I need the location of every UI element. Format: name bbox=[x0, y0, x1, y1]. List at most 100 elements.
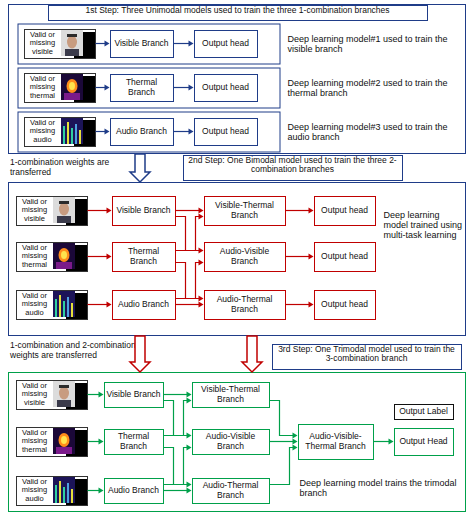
branch-box: Audio-Thermal Branch bbox=[192, 478, 270, 504]
node-text: Output head bbox=[202, 83, 249, 93]
step-frame: 2nd Step: One Bimodal model used to trai… bbox=[8, 182, 466, 336]
branch-box: Output head bbox=[194, 30, 258, 58]
flow-arrow bbox=[88, 392, 104, 398]
connector-line bbox=[286, 256, 310, 257]
connector-line bbox=[164, 401, 188, 436]
connector-line bbox=[176, 210, 200, 211]
connector-line bbox=[270, 441, 294, 442]
arrow-head bbox=[293, 439, 298, 445]
audio-image bbox=[53, 291, 87, 319]
flow-arrow bbox=[176, 208, 204, 214]
node-text: Valid or missing visible bbox=[25, 31, 60, 56]
flow-arrow bbox=[88, 208, 112, 214]
flow-arrow bbox=[164, 392, 192, 398]
node-text: Valid or missing thermal bbox=[25, 75, 60, 100]
step-frame: 1st Step: Three Unimodal models used to … bbox=[8, 4, 466, 154]
node-text: Valid or missing audio bbox=[17, 292, 52, 317]
node-text: Output head bbox=[202, 127, 249, 137]
flow-arrow bbox=[88, 302, 112, 308]
step-heading: 3rd Step: One Trimodal model used to tra… bbox=[272, 344, 462, 370]
block-arrow bbox=[130, 154, 150, 182]
arrow-head bbox=[105, 85, 110, 91]
input-box: Valid or missing audio bbox=[24, 117, 96, 147]
input-box: Valid or missing audio bbox=[16, 476, 88, 506]
flow-arrow bbox=[96, 85, 110, 91]
arrow-head bbox=[187, 433, 192, 439]
connector-line bbox=[164, 490, 188, 491]
arrow-head bbox=[187, 392, 192, 398]
note-label: 1-combination weights are transferred bbox=[10, 158, 126, 178]
flow-arrow bbox=[176, 260, 204, 299]
node-text: Thermal Branch bbox=[106, 432, 162, 451]
flow-arrow bbox=[286, 254, 314, 260]
node-text: Output Label bbox=[399, 407, 448, 417]
connector-line bbox=[374, 441, 390, 442]
connector-line bbox=[88, 304, 108, 305]
connector-line bbox=[176, 217, 200, 251]
connector-line bbox=[174, 87, 190, 88]
branch-box: Visible Branch bbox=[112, 196, 176, 226]
input-box: Valid or missing audio bbox=[16, 290, 88, 320]
arrow-head bbox=[199, 214, 204, 220]
input-box: Valid or missing visible bbox=[16, 196, 88, 226]
branch-box: Audio-Visible Branch bbox=[204, 242, 286, 272]
connector-line bbox=[176, 217, 200, 251]
branch-box: Thermal Branch bbox=[104, 429, 164, 455]
branch-box: Visible-Thermal Branch bbox=[192, 382, 270, 408]
branch-box: Thermal Branch bbox=[110, 74, 174, 102]
connector-line bbox=[164, 401, 188, 436]
arrow-head bbox=[309, 302, 314, 308]
flow-arrow bbox=[88, 254, 112, 260]
arrow-head bbox=[389, 439, 394, 445]
flow-arrow bbox=[270, 445, 298, 485]
connector-line bbox=[176, 263, 200, 299]
thermal-image bbox=[53, 243, 87, 271]
connector-line bbox=[88, 256, 108, 257]
arrow-head bbox=[189, 41, 194, 47]
arrow-head bbox=[309, 208, 314, 214]
step-frame: 3rd Step: One Trimodal model used to tra… bbox=[8, 372, 466, 512]
connector-line bbox=[270, 401, 294, 436]
block-arrow bbox=[130, 336, 150, 372]
arrow-head bbox=[187, 488, 192, 494]
arrow-head bbox=[293, 445, 298, 451]
flow-arrow bbox=[286, 208, 314, 214]
visible-image bbox=[61, 30, 95, 58]
node-text: Valid or missing visible bbox=[17, 382, 52, 407]
flow-arrow bbox=[286, 302, 314, 308]
arrow-head bbox=[187, 482, 192, 488]
node-text: Visible-Thermal Branch bbox=[206, 201, 284, 220]
connector-line bbox=[164, 448, 188, 485]
flow-arrow bbox=[164, 445, 192, 485]
branch-box: Audio-Thermal Branch bbox=[204, 290, 286, 320]
connector-line bbox=[286, 304, 310, 305]
flow-arrow bbox=[164, 401, 192, 439]
node-text: Visible Branch bbox=[114, 39, 168, 49]
node-text: Output head bbox=[321, 300, 368, 310]
branch-box: Visible-Thermal Branch bbox=[204, 196, 286, 226]
input-box: Valid or missing visible bbox=[24, 29, 96, 59]
node-text: Output Head bbox=[399, 437, 447, 447]
node-text: Audio-Thermal Branch bbox=[194, 481, 268, 500]
transfer-arrow bbox=[130, 154, 150, 182]
node-text: Valid or missing thermal bbox=[17, 244, 52, 269]
input-box: Valid or missing thermal bbox=[16, 242, 88, 272]
arrow-head bbox=[199, 248, 204, 254]
node-text: Audio Branch bbox=[108, 486, 159, 496]
connector-line bbox=[270, 448, 294, 485]
arrow-head bbox=[107, 208, 112, 214]
branch-box: Visible Branch bbox=[110, 30, 174, 58]
node-text: Valid or missing thermal bbox=[17, 429, 52, 454]
flow-arrow bbox=[164, 448, 192, 488]
connector-line bbox=[174, 131, 190, 132]
flow-arrow bbox=[176, 214, 204, 251]
branch-box: Thermal Branch bbox=[112, 242, 176, 272]
node-text: Audio-Visible Branch bbox=[206, 247, 284, 266]
arrow-head bbox=[187, 398, 192, 404]
step-heading: 2nd Step: One Bimodal model used to trai… bbox=[183, 155, 403, 181]
node-text: Visible Branch bbox=[116, 206, 170, 216]
arrow-head bbox=[293, 433, 298, 439]
arrow-head bbox=[99, 439, 104, 445]
connector-line bbox=[88, 441, 100, 442]
